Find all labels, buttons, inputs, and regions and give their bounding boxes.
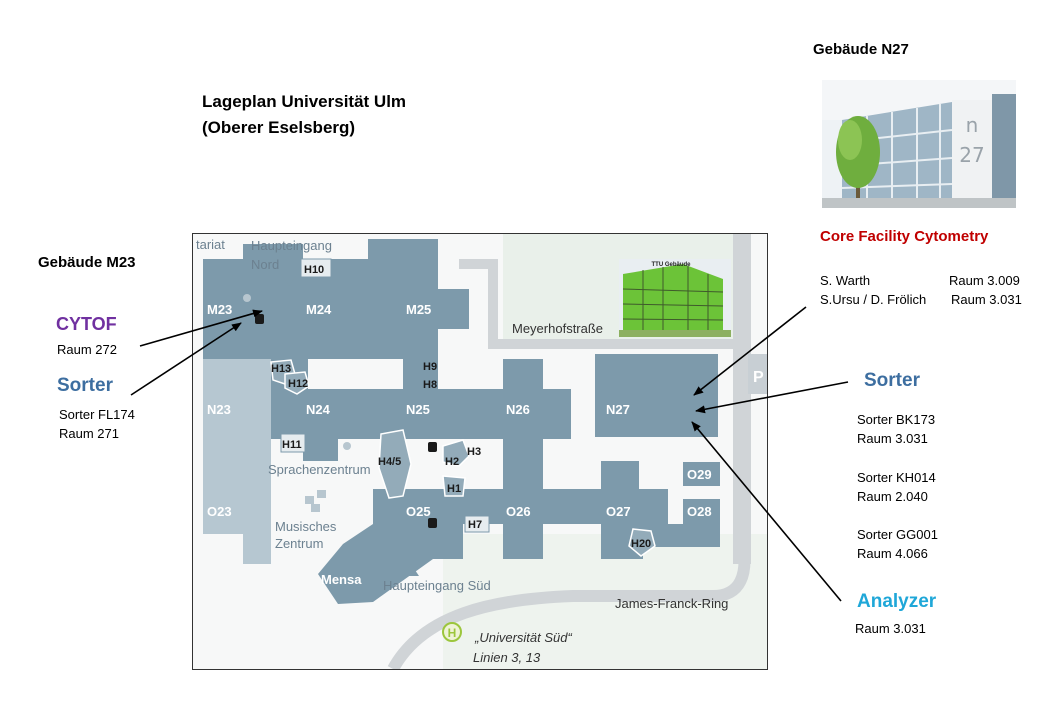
map-label-musisches-1: Musisches	[275, 519, 337, 534]
building-m25-link	[403, 359, 438, 389]
building-n27-photo: n 27	[822, 80, 1016, 208]
contact2-room: Raum 3.031	[951, 292, 1022, 307]
building-m23-title: Gebäude M23	[38, 254, 136, 271]
map-label-haupteingang-nord-1: Haupteingang	[251, 238, 332, 253]
map-label-bus-stop-1: „Universität Süd“	[474, 630, 572, 645]
map-label-n23: N23	[207, 402, 231, 417]
map-label-o29: O29	[687, 467, 712, 482]
building-h11-link	[303, 439, 338, 461]
svg-text:n: n	[966, 113, 979, 137]
right-sorter-heading: Sorter	[864, 370, 920, 391]
sorter-fl174-room: Raum 271	[59, 426, 119, 441]
analyzer-room: Raum 3.031	[855, 621, 926, 636]
east-road	[733, 234, 751, 564]
hall-h11-box	[280, 433, 306, 453]
map-label-h8: H8	[423, 379, 437, 391]
sekretariat-pin	[243, 294, 251, 302]
building-n27-shape	[595, 354, 718, 437]
map-label-sprachenzentrum: Sprachenzentrum	[268, 462, 371, 477]
map-label-mensa: Mensa	[321, 572, 362, 587]
building-north-wing	[203, 239, 469, 359]
map-label-m24: M24	[306, 302, 332, 317]
map-label-h7: H7	[468, 519, 482, 531]
map-label-meyerhofstrasse: Meyerhofstraße	[512, 321, 603, 336]
map-label-m25: M25	[406, 302, 431, 317]
sorter-gg001-room: Raum 4.066	[857, 546, 928, 561]
map-label-h20: H20	[631, 538, 651, 550]
map-label-n27: N27	[606, 402, 630, 417]
map-label-bus-stop-2: Linien 3, 13	[473, 650, 541, 665]
hall-h45-shape	[378, 429, 412, 499]
map-label-n25: N25	[406, 402, 430, 417]
plan-title-line2: (Oberer Eselsberg)	[202, 118, 356, 137]
map-label-h1: H1	[447, 483, 461, 495]
map-label-o23: O23	[207, 504, 232, 519]
building-n23-shape	[203, 359, 271, 564]
sorter-bk173-name: Sorter BK173	[857, 412, 936, 427]
musisches-pin	[305, 496, 314, 504]
sorter-fl174-name: Sorter FL174	[59, 407, 135, 422]
map-label-h11: H11	[282, 439, 302, 451]
map-label-o26: O26	[506, 504, 531, 519]
contact1-name: S. Warth	[820, 273, 871, 288]
building-n26-link	[503, 359, 543, 389]
sprachenzentrum-pin	[343, 442, 351, 450]
left-sorter-heading: Sorter	[57, 375, 113, 396]
ttu-photo: TTU Gebäude	[619, 259, 731, 337]
core-facility-title: Core Facility Cytometry	[820, 228, 989, 245]
building-o27-link	[601, 461, 639, 491]
campus-map: P	[192, 233, 768, 670]
hall-h20-shape	[628, 528, 656, 557]
bus-stop-icon	[442, 622, 462, 642]
map-label-n24: N24	[306, 402, 331, 417]
map-label-h13: H13	[271, 363, 291, 375]
map-label-musisches-2: Zentrum	[275, 536, 323, 551]
contact1-room: Raum 3.009	[949, 273, 1020, 288]
map-label-sekretariat: tariat	[196, 237, 225, 252]
map-label-o25: O25	[406, 504, 431, 519]
sorter-kh014-name: Sorter KH014	[857, 470, 936, 485]
parking-label: P	[753, 369, 764, 386]
bus-stop-symbol: H	[448, 626, 457, 640]
cafe-icon	[428, 442, 437, 452]
map-label-h3: H3	[467, 446, 481, 458]
entrance-south-arrow	[403, 564, 419, 576]
building-n27-title: Gebäude N27	[813, 41, 909, 58]
svg-text:27: 27	[959, 143, 984, 167]
hall-h3-shape	[442, 439, 470, 467]
entrance-north-arrow	[281, 274, 297, 286]
hall-h10-shape	[300, 258, 332, 278]
map-label-h10: H10	[304, 264, 324, 276]
building-n-row	[271, 389, 571, 439]
map-label-james-franck-ring: James-Franck-Ring	[615, 596, 728, 611]
meyerhof-road	[459, 259, 748, 349]
map-label-h12: H12	[288, 378, 308, 390]
map-label-n26: N26	[506, 402, 530, 417]
map-label-h45: H4/5	[378, 456, 401, 468]
musisches-pin	[317, 490, 326, 498]
sorter-bk173-room: Raum 3.031	[857, 431, 928, 446]
cafe-icon	[428, 518, 437, 528]
hall-h7-shape	[464, 515, 490, 533]
map-label-haupteingang-nord-2: Nord	[251, 257, 279, 272]
building-o26-link	[503, 439, 543, 489]
cytof-heading: CYTOF	[56, 314, 117, 334]
sorter-kh014-room: Raum 2.040	[857, 489, 928, 504]
map-label-o27: O27	[606, 504, 631, 519]
hall-h1-shape	[442, 475, 466, 497]
cafe-icon	[255, 314, 264, 324]
map-label-m23: M23	[207, 302, 232, 317]
analyzer-heading: Analyzer	[857, 591, 937, 612]
plan-title-line1: Lageplan Universität Ulm	[202, 92, 407, 111]
map-label-o28: O28	[687, 504, 712, 519]
ttu-label: TTU Gebäude	[651, 262, 691, 268]
map-label-h2: H2	[445, 456, 459, 468]
map-label-h9: H9	[423, 361, 437, 373]
sorter-gg001-name: Sorter GG001	[857, 527, 938, 542]
map-label-haupteingang-sued: Haupteingang Süd	[383, 578, 491, 593]
hall-h12-shape	[284, 371, 310, 395]
cytof-room: Raum 272	[57, 342, 117, 357]
contact2-name: S.Ursu / D. Frölich	[820, 292, 927, 307]
musisches-pin	[311, 504, 320, 512]
